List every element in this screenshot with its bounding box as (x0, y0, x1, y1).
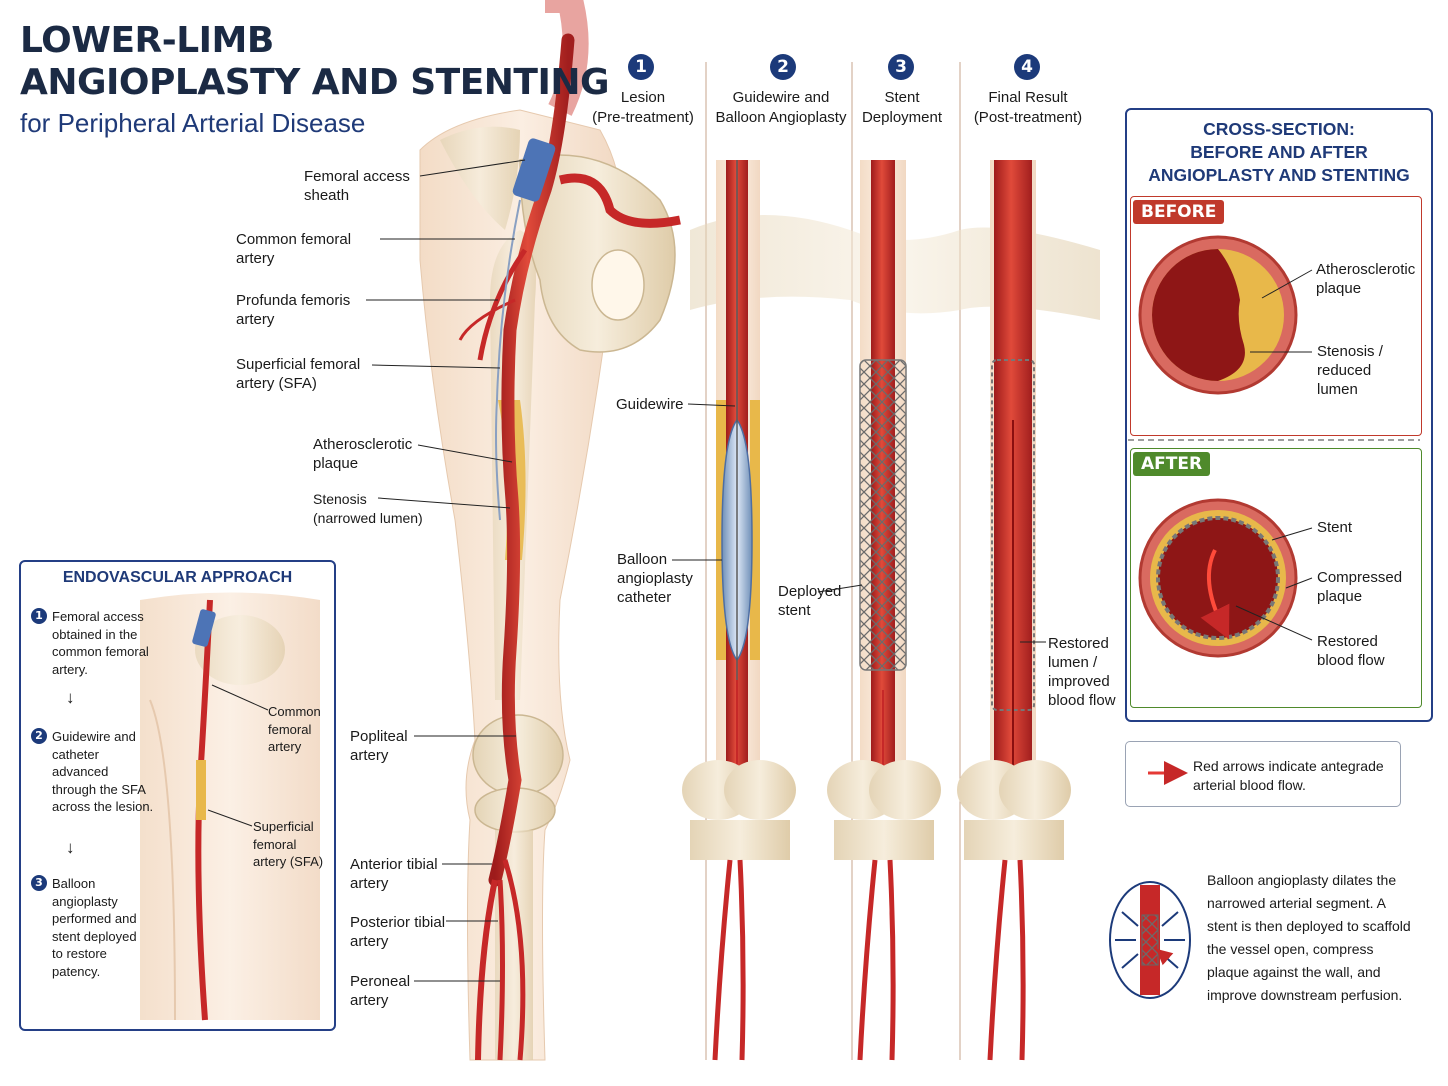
endo-step1-number: 1 (31, 608, 47, 624)
endovascular-panel (19, 560, 336, 1031)
page-subtitle: for Peripheral Arterial Disease (20, 108, 366, 138)
step2-number: 2 (770, 54, 796, 80)
step3-number: 3 (888, 54, 914, 80)
cross-section-after (1138, 498, 1313, 658)
label-femoral-access-sheath: Femoral access sheath (304, 168, 410, 204)
step3-vessel (827, 160, 941, 1061)
label-profunda: Profunda femoris artery (236, 292, 351, 328)
endovascular-title: ENDOVASCULAR APPROACH (62, 569, 293, 586)
endo-step3-text: Balloon angioplasty performed and stent … (52, 876, 137, 979)
label-popliteal: Popliteal artery (350, 728, 408, 764)
endo-step2-number: 2 (31, 728, 47, 744)
label-deployed-stent: Deployed stent (778, 583, 842, 619)
page-title: LOWER-LIMB ANGIOPLASTY AND STENTING (20, 20, 610, 104)
label-before-stenosis: Stenosis / reduced lumen (1317, 343, 1383, 398)
label-after-stent: Stent (1317, 519, 1353, 536)
label-stenosis: Stenosis (narrowed lumen) (313, 491, 423, 526)
label-common-femoral: Common femoral artery (236, 231, 352, 267)
down-arrow-icon: ↓ (66, 838, 75, 857)
label-before-plaque: Atherosclerotic plaque (1316, 261, 1416, 297)
title-line2: ANGIOPLASTY AND STENTING (20, 62, 610, 103)
label-peroneal: Peroneal artery (350, 973, 411, 1009)
label-anterior-tibial: Anterior tibial artery (350, 856, 438, 892)
main-leg (419, 0, 681, 1061)
cross-section-before (1138, 235, 1313, 395)
vessel-compression-icon (1109, 881, 1191, 999)
label-after-compressed: Compressed plaque (1317, 569, 1403, 605)
legend-box (1125, 741, 1401, 807)
endo-label-sfa: Superficial femoral artery (SFA) (253, 819, 324, 869)
step2-label: Guidewire and Balloon Angioplasty (715, 89, 847, 126)
after-tag: AFTER (1133, 452, 1211, 476)
step2-vessel (682, 160, 796, 1061)
label-guidewire: Guidewire (616, 396, 684, 413)
endo-step3-number: 3 (31, 875, 47, 891)
after-frame (1130, 448, 1422, 708)
step3-label: Stent Deployment (861, 89, 943, 126)
legend-text: Red arrows indicate antegrade arterial b… (1193, 758, 1384, 793)
endo-step2-text: Guidewire and catheter advanced through … (52, 729, 154, 814)
endo-label-common-femoral: Common femoral artery (268, 704, 321, 754)
cross-section-panel (1125, 108, 1433, 722)
step4-label: Final Result (Post-treatment) (973, 89, 1083, 126)
endo-step1-text: Femoral access obtained in the common fe… (52, 609, 149, 677)
label-after-flow: Restored blood flow (1317, 633, 1385, 669)
summary-text: Balloon angioplasty dilates the narrowed… (1207, 872, 1411, 1003)
mini-leg (140, 592, 320, 1021)
down-arrow-icon: ↓ (66, 688, 75, 707)
title-line1: LOWER-LIMB (20, 20, 274, 61)
before-tag: BEFORE (1133, 200, 1225, 224)
step4-number: 4 (1014, 54, 1040, 80)
leader-lines (366, 159, 1046, 982)
label-restored-lumen: Restored lumen / improved blood flow (1048, 635, 1116, 709)
before-frame (1130, 196, 1422, 436)
label-plaque: Atherosclerotic plaque (313, 436, 413, 472)
cross-section-title: CROSS-SECTION: BEFORE AND AFTER ANGIOPLA… (1148, 119, 1410, 185)
label-balloon-catheter: Balloon angioplasty catheter (617, 551, 693, 606)
step1-label: Lesion (Pre-treatment) (592, 89, 694, 126)
step4-vessel (957, 160, 1071, 1061)
label-posterior-tibial: Posterior tibial artery (350, 914, 446, 950)
step1-number: 1 (628, 54, 654, 80)
label-sfa: Superficial femoral artery (SFA) (236, 356, 361, 392)
